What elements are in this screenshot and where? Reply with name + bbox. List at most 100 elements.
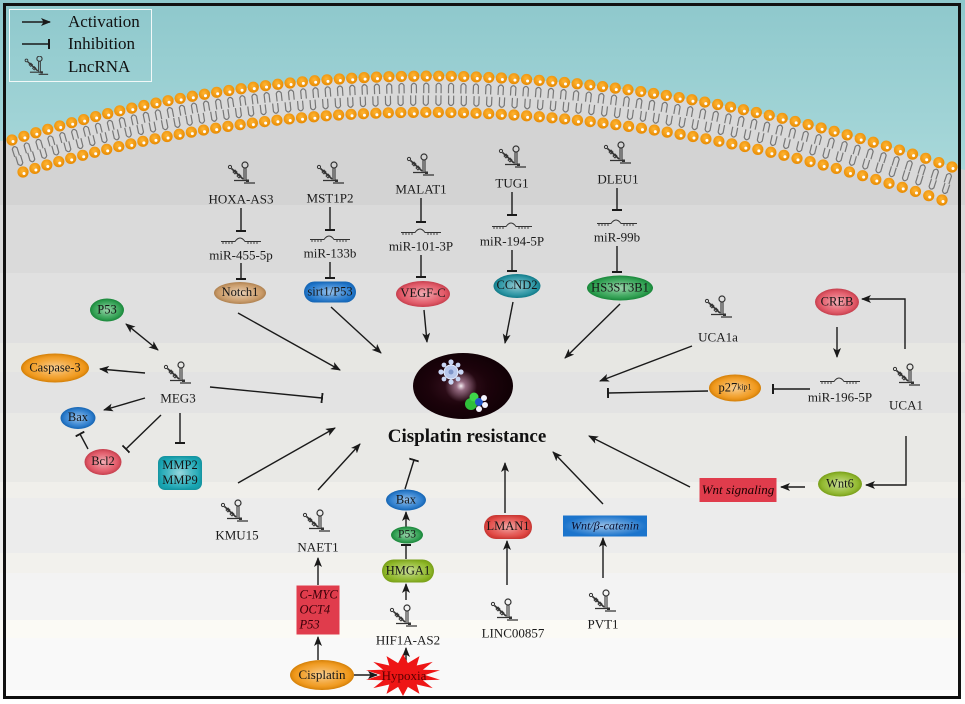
lipid-tail	[398, 82, 405, 94]
lipid-head-highlight	[59, 125, 63, 129]
lipid-head-outer	[211, 86, 223, 98]
lipid-head-highlight	[437, 112, 441, 116]
lipid-head-outer	[408, 70, 420, 82]
mirna-mir-196-5p: miR-196-5P	[807, 389, 873, 405]
lncrna-icon	[602, 141, 632, 167]
node-bottom-bax: Bax	[386, 489, 426, 511]
lipid-head-highlight	[538, 80, 542, 84]
lipid-tail	[347, 97, 354, 108]
node-vegf-c: VEGF-C	[396, 281, 450, 307]
legend-item-activation: Activation	[18, 11, 140, 33]
lipid-head-inner	[817, 159, 829, 171]
lipid-head-outer	[854, 132, 866, 145]
lipid-head-inner	[345, 108, 357, 120]
lipid-head-inner	[101, 143, 113, 155]
node-bcl2: Bcl2	[84, 449, 122, 475]
lipid-tail	[373, 83, 381, 95]
mirna-mir-101-3p: miR-101-3P	[388, 238, 454, 254]
lipid-tail	[743, 129, 752, 141]
lipid-head-highlight	[264, 121, 268, 125]
lipid-head-inner	[283, 113, 295, 125]
lipid-head-highlight	[833, 131, 837, 135]
node-bottom-p53: P53	[391, 526, 423, 544]
lipid-head-highlight	[796, 158, 800, 162]
lipid-head-highlight	[500, 114, 504, 118]
lipid-head-outer	[296, 76, 308, 88]
edges	[75, 188, 907, 679]
lipid-tail	[647, 99, 656, 111]
lipid-head-highlight	[450, 112, 454, 116]
lipid-head-highlight	[859, 138, 863, 142]
edge-naet1-resistance	[317, 443, 361, 491]
lipid-tail	[75, 138, 84, 150]
lipid-head-highlight	[166, 136, 170, 140]
lipid-tail	[782, 138, 791, 150]
lipid-head-highlight	[363, 77, 367, 81]
lipid-head-outer	[712, 98, 724, 111]
lncrna-meg3: MEG3	[160, 390, 196, 406]
mirna-icon	[492, 221, 532, 230]
lipid-head-highlight	[665, 95, 669, 99]
hypoxia-starburst	[366, 654, 440, 696]
legend-label: LncRNA	[68, 57, 131, 76]
lipid-head-highlight	[705, 138, 709, 142]
lipid-tail	[130, 114, 139, 126]
lipid-tail	[685, 106, 694, 118]
lipid-head-highlight	[190, 132, 194, 136]
lipid-head-highlight	[768, 115, 772, 119]
lipid-head-inner	[896, 181, 908, 193]
lipid-head-highlight	[35, 132, 39, 136]
node-cisplatin: Cisplatin	[290, 660, 354, 690]
lipid-tail	[87, 135, 96, 147]
lipid-head-highlight	[488, 113, 492, 117]
lncrna-icon	[587, 589, 617, 615]
lipid-tail	[626, 109, 634, 121]
lipid-head-highlight	[475, 113, 479, 117]
lipid-head-inner	[77, 149, 89, 161]
lipid-tail	[160, 119, 169, 131]
lipid-head-highlight	[119, 110, 123, 114]
lipid-head-outer	[126, 102, 138, 114]
node-caspase-3: Caspase-3	[21, 353, 89, 383]
lipid-head-highlight	[289, 83, 293, 87]
lipid-tail	[762, 121, 771, 133]
lipid-head-highlight	[425, 112, 429, 116]
lipid-tail	[142, 111, 151, 123]
lipid-head-highlight	[338, 115, 342, 119]
lipid-head-highlight	[551, 81, 555, 85]
edge-bax-resistance	[404, 457, 420, 490]
lipid-head-highlight	[276, 120, 280, 124]
lipid-head-inner	[546, 112, 558, 124]
lipid-tail	[423, 82, 430, 94]
lipid-head-inner	[185, 126, 197, 138]
lipid-head-outer	[789, 115, 801, 128]
lipid-tail	[106, 119, 115, 131]
lipid-tail	[769, 135, 778, 147]
lncrna-icon	[226, 161, 256, 187]
lipid-head-inner	[271, 114, 283, 126]
lncrna-icon	[703, 295, 733, 321]
lipid-head-outer	[737, 104, 750, 116]
lipid-tail	[878, 152, 887, 164]
lipid-head-outer	[533, 74, 545, 86]
lipid-tail	[639, 110, 647, 122]
lipid-head-inner	[357, 108, 370, 120]
lipid-head-highlight	[154, 138, 158, 142]
lipid-tail	[888, 166, 897, 178]
lipid-tail	[173, 116, 181, 128]
lipid-head-inner	[41, 159, 53, 171]
lncrna-tug1: TUG1	[495, 175, 529, 191]
lipid-tail	[234, 107, 243, 119]
lipid-head-outer	[383, 71, 395, 83]
lipid-head-highlight	[526, 79, 530, 83]
lipid-head-highlight	[143, 105, 147, 109]
mirna-mir-99b: miR-99b	[593, 229, 641, 245]
node-mmp2-mmp9: MMP2 MMP9	[158, 456, 202, 490]
extracellular-space	[0, 0, 965, 170]
lipid-head-highlight	[835, 168, 839, 172]
lipid-tail	[588, 104, 596, 116]
edge-meg3-p53	[125, 323, 159, 351]
lipid-head-inner	[791, 152, 803, 165]
lipid-head-inner	[508, 109, 520, 121]
lipid-tail	[635, 97, 643, 109]
